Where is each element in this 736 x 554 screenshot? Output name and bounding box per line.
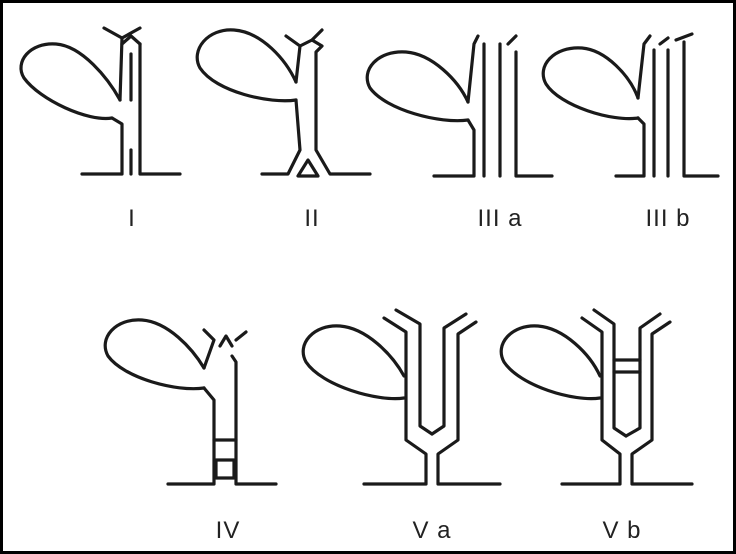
right-duct-wall [300, 40, 370, 174]
diagram-type-1 [21, 28, 180, 174]
label-type-2: II [304, 205, 319, 232]
gallbladder [303, 326, 404, 399]
duct-wall-3 [660, 38, 668, 176]
duct-wall-1 [434, 36, 478, 176]
gallbladder [21, 44, 120, 119]
lower-box [216, 460, 234, 478]
diagram-type-3b [543, 34, 718, 176]
diagram-type-2 [197, 30, 370, 176]
right-duct-wall [232, 332, 276, 484]
left-branch [364, 318, 426, 484]
gallbladder [105, 320, 204, 389]
confluence-triangle [298, 160, 318, 176]
label-type-3a: III a [477, 205, 522, 232]
diagram-type-3a [367, 36, 552, 176]
common-duct-left [82, 118, 122, 174]
gallbladder [543, 48, 638, 119]
label-type-3b: III b [645, 205, 690, 232]
gallbladder [367, 52, 468, 121]
label-type-5b: V b [602, 517, 641, 544]
hepatic-top [312, 30, 322, 40]
left-branch [562, 318, 620, 484]
duct-wall-1 [616, 36, 650, 176]
duct-wall-3 [500, 36, 516, 176]
diagram-type-5a [303, 310, 500, 484]
right-branch-outer [438, 322, 500, 484]
label-type-4: IV [216, 517, 241, 544]
diagram-type-5b [501, 310, 692, 484]
duct-wall-4 [516, 52, 552, 176]
duct-wall-4 [676, 34, 718, 176]
label-type-5a: V a [412, 517, 451, 544]
gallbladder [501, 326, 600, 399]
gallbladder [197, 30, 296, 101]
left-duct-wall [168, 330, 214, 484]
label-type-1: I [128, 205, 136, 232]
hepatic-top [220, 336, 232, 346]
diagram-type-4 [105, 320, 276, 484]
